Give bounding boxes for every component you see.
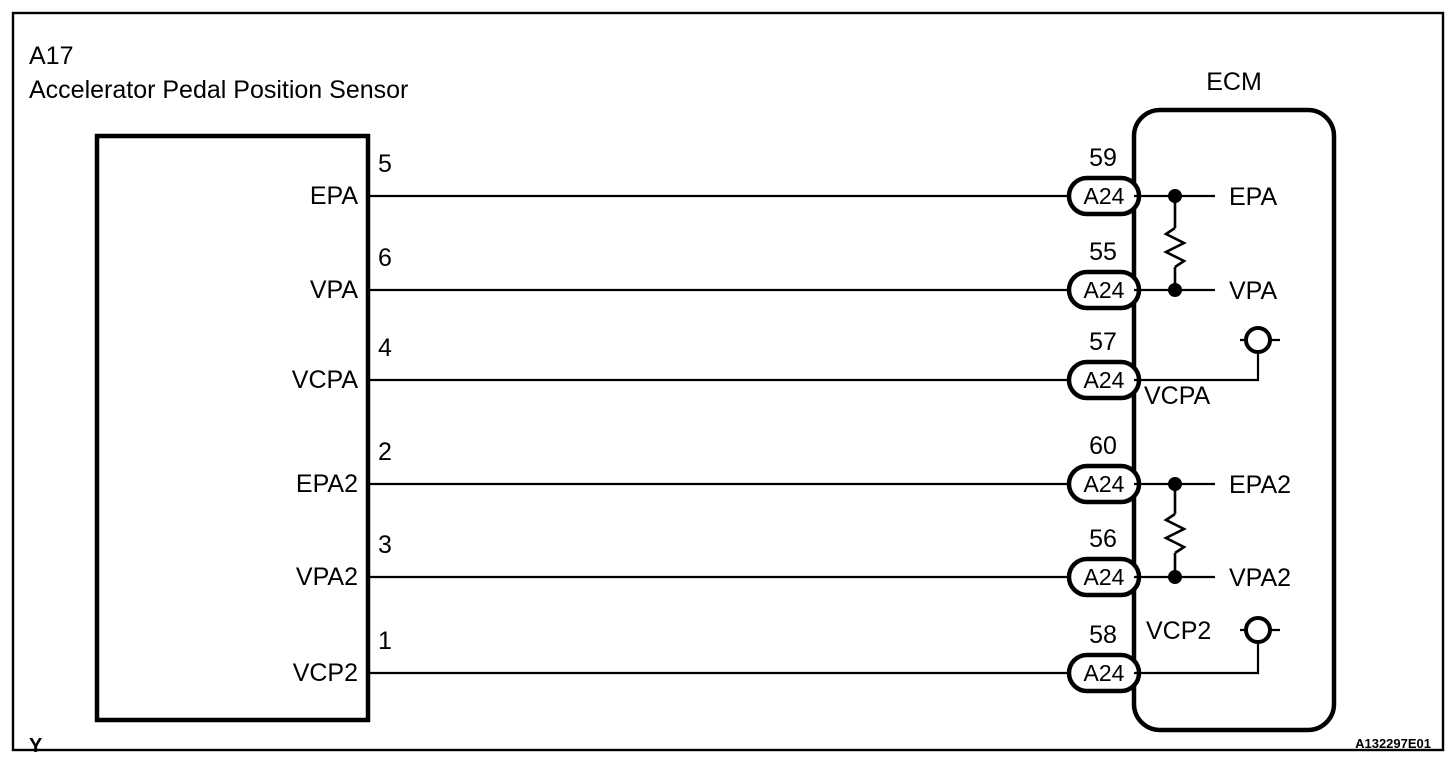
- ecm-pin-number-55: 55: [1089, 238, 1117, 266]
- sensor-pin-number-epa: 5: [378, 150, 392, 178]
- ecm-connector-label-57: A24: [1084, 367, 1125, 393]
- sensor-connector-box: [94, 133, 371, 723]
- page-border: [11, 11, 1445, 752]
- zigzag-resistor-epa2-vpa2: [1163, 484, 1187, 577]
- ecm-signal-label-vcpa: VCPA: [1144, 382, 1211, 410]
- sensor-pin-number-epa2: 2: [378, 438, 392, 466]
- ecm-connector-label-59: A24: [1084, 183, 1125, 209]
- ecm-internal-wire-vcp2: [1134, 643, 1260, 675]
- test-point-circle-vcpa: [1240, 326, 1280, 354]
- ecm-internal-wire-vcpa: [1134, 352, 1260, 382]
- ecm-pin-number-56: 56: [1089, 525, 1117, 553]
- ecm-connector-label-55: A24: [1084, 277, 1125, 303]
- ecm-connector-label-56: A24: [1084, 564, 1125, 590]
- sensor-pin-label-vpa: VPA: [310, 276, 358, 304]
- sensor-pin-number-vcpa: 4: [378, 334, 392, 362]
- ecm-signal-label-vpa2: VPA2: [1229, 564, 1291, 592]
- zigzag-resistor-epa-vpa: [1163, 196, 1187, 290]
- sensor-pin-label-vcp2: VCP2: [293, 659, 358, 687]
- sensor-pin-label-epa2: EPA2: [296, 470, 358, 498]
- ecm-signal-label-epa: EPA: [1229, 183, 1277, 211]
- ecm-signal-label-epa2: EPA2: [1229, 471, 1291, 499]
- ecm-signal-label-vcp2: VCP2: [1146, 617, 1211, 645]
- sensor-pin-number-vpa: 6: [378, 244, 392, 272]
- sensor-pin-label-vcpa: VCPA: [292, 366, 359, 394]
- component-name: Accelerator Pedal Position Sensor: [29, 76, 408, 104]
- ecm-pin-number-60: 60: [1089, 432, 1117, 460]
- ecm-box: [1131, 107, 1337, 733]
- ecm-signal-label-vpa: VPA: [1229, 277, 1277, 305]
- ecm-pin-number-57: 57: [1089, 328, 1117, 356]
- ecm-connector-label-58: A24: [1084, 660, 1125, 686]
- sensor-pin-number-vcp2: 1: [378, 627, 392, 655]
- component-code: A17: [29, 42, 73, 70]
- sensor-pin-number-vpa2: 3: [378, 531, 392, 559]
- ecm-title: ECM: [1206, 68, 1262, 96]
- test-point-circle-vcp2: [1240, 616, 1280, 644]
- figure-code: A132297E01: [1355, 736, 1431, 751]
- ecm-connector-label-60: A24: [1084, 471, 1125, 497]
- sensor-pin-label-vpa2: VPA2: [296, 563, 358, 591]
- ecm-pin-number-58: 58: [1089, 621, 1117, 649]
- sensor-pin-label-epa: EPA: [310, 182, 358, 210]
- corner-marker: Y: [29, 735, 43, 757]
- ecm-pin-number-59: 59: [1089, 144, 1117, 172]
